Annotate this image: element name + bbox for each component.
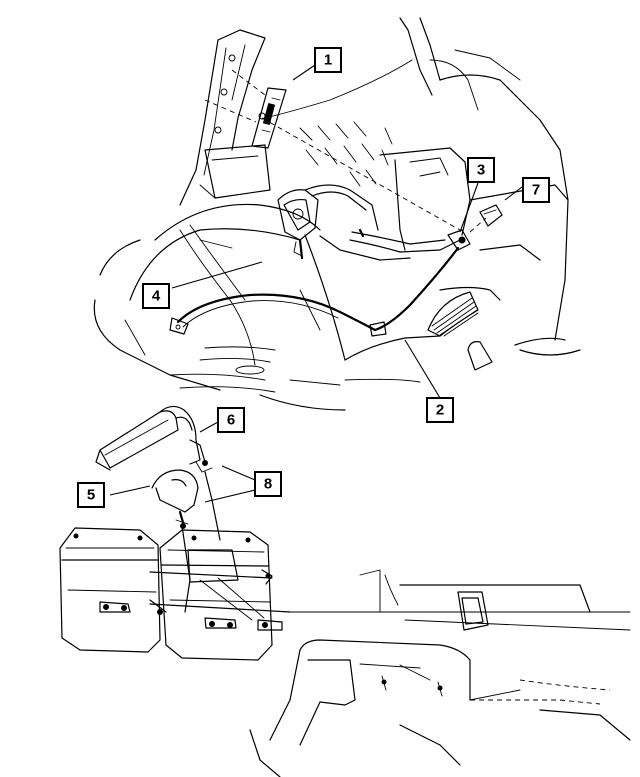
part-4-lap-belt-strap xyxy=(169,246,460,337)
rear-seats xyxy=(59,471,291,661)
part-6-center-belt xyxy=(95,405,213,473)
callout-5: 5 xyxy=(77,482,105,508)
callout-7: 7 xyxy=(522,177,550,203)
rear-floor-pan xyxy=(249,569,631,777)
part-2-retractor-belt xyxy=(277,184,471,260)
callout-4: 4 xyxy=(142,283,170,309)
callout-4-label: 4 xyxy=(152,288,161,305)
callout-3: 3 xyxy=(467,157,495,183)
callout-2-label: 2 xyxy=(436,402,444,419)
callout-8: 8 xyxy=(254,471,282,497)
callout-7-label: 7 xyxy=(532,182,540,199)
callout-2: 2 xyxy=(426,397,454,423)
callout-6: 6 xyxy=(217,407,245,433)
vehicle-body-interior xyxy=(93,17,581,411)
part-7-anchor-cover xyxy=(469,204,503,233)
callout-1: 1 xyxy=(314,47,342,73)
callout-1-label: 1 xyxy=(324,52,332,69)
part-5-buckle xyxy=(151,469,199,529)
leader-lines xyxy=(109,64,523,503)
callout-6-label: 6 xyxy=(227,412,235,429)
callout-3-label: 3 xyxy=(477,162,485,179)
part-1-d-ring-adjuster xyxy=(204,69,461,231)
speaker-grille xyxy=(427,291,479,337)
callout-5-label: 5 xyxy=(87,487,95,504)
callout-8-label: 8 xyxy=(264,476,272,493)
